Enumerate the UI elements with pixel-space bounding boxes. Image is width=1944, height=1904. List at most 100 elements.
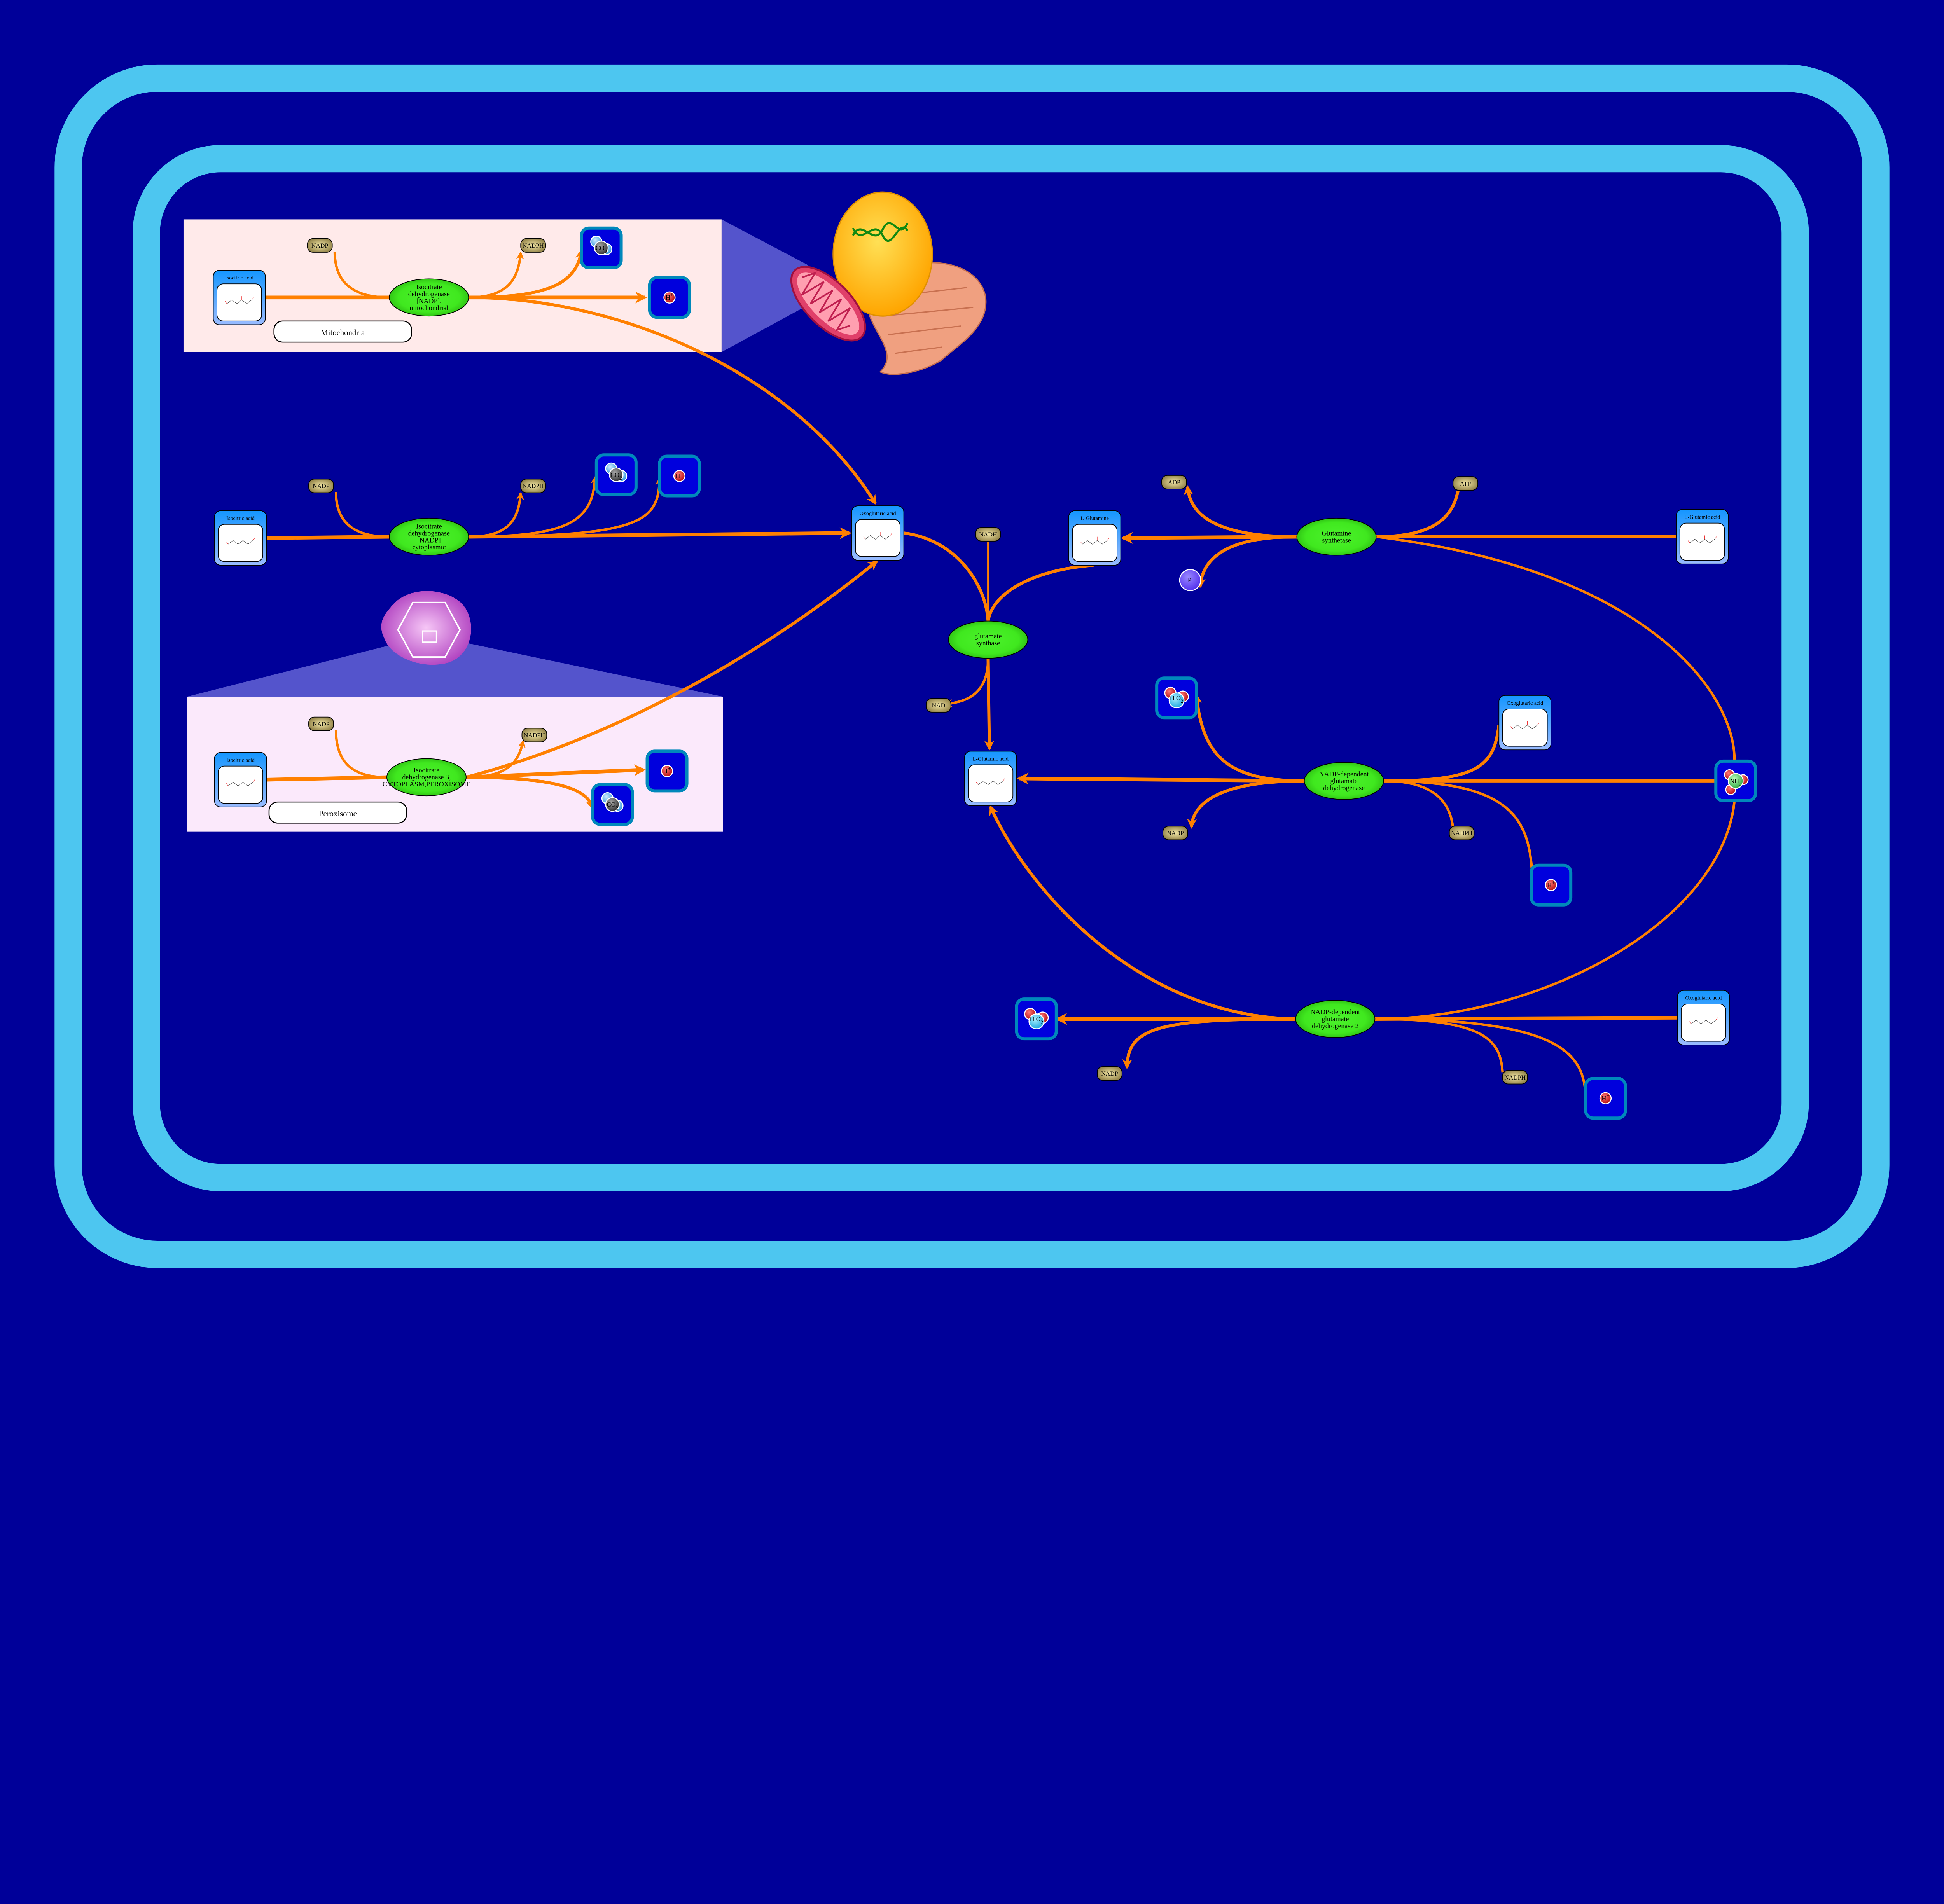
- molecule-icon: [673, 470, 686, 482]
- ion-hplus-node[interactable]: H+: [1530, 863, 1573, 907]
- metabolite-label: L-Glutamic acid: [973, 756, 1009, 762]
- molecule-structure-icon: [978, 781, 1003, 785]
- reaction-edge: [469, 296, 877, 505]
- mitochondria-label-text: Mitochondria: [321, 329, 365, 337]
- ion-h2o-node[interactable]: H O2: [1155, 676, 1198, 720]
- enzyme-label-line: mitochondrial: [409, 304, 448, 312]
- molecule-structure-icon: [865, 535, 890, 540]
- ion-h2o-node[interactable]: H O2: [1015, 997, 1058, 1041]
- ion-co2-node[interactable]: CO2: [594, 453, 638, 496]
- ion-co2-node[interactable]: CO2: [591, 783, 634, 826]
- ion-nh3-node[interactable]: NH3: [1714, 759, 1757, 802]
- ion-hplus-node[interactable]: H+: [648, 276, 691, 319]
- cofactor-node[interactable]: ADP: [1161, 475, 1187, 489]
- structure-image: [1072, 524, 1118, 562]
- ion-pi-node[interactable]: Pi: [1179, 569, 1201, 591]
- ion-hplus-node[interactable]: H+: [645, 749, 689, 793]
- reaction-edge: [1375, 1017, 1587, 1096]
- metabolite-node[interactable]: Isocitric acid: [214, 510, 267, 566]
- cell-membrane-outer: [54, 64, 1890, 1268]
- metabolite-label: L-Glutamine: [1080, 515, 1108, 522]
- molecule-icon: [1024, 1008, 1049, 1029]
- cofactor-node[interactable]: NADP: [307, 238, 333, 253]
- structure-image: [218, 524, 263, 562]
- cofactor-node[interactable]: NADPH: [1449, 826, 1475, 840]
- metabolite-label: Isocitric acid: [226, 757, 255, 763]
- cofactor-node[interactable]: NADPH: [1502, 1070, 1528, 1085]
- cofactor-label: NADPH: [524, 732, 545, 739]
- cofactor-label: NADP: [1101, 1071, 1118, 1077]
- reaction-edge: [1383, 725, 1501, 783]
- structure-image: [968, 764, 1014, 803]
- molecule-structure-icon: [1512, 725, 1538, 729]
- mitochondria-label[interactable]: Mitochondria: [273, 320, 412, 343]
- ion-hplus-node[interactable]: H+: [658, 454, 701, 498]
- enzyme-label-line: cytoplasmic: [412, 543, 446, 551]
- molecule-bond-icon: [976, 777, 1005, 785]
- ion-co2-node[interactable]: CO2: [580, 226, 623, 269]
- enzyme-label-line: dehydrogenase 2: [1312, 1022, 1358, 1030]
- peroxisome-icon: [381, 591, 471, 665]
- cofactor-node[interactable]: NADPH: [521, 728, 547, 742]
- cofactor-node[interactable]: NADP: [308, 716, 334, 731]
- cofactor-label: NADPH: [1504, 1074, 1526, 1081]
- metabolite-node[interactable]: L-Glutamic acid: [964, 751, 1017, 806]
- enzyme-label-line: Isocitrate: [416, 522, 442, 530]
- cofactor-node[interactable]: NADP: [1163, 826, 1188, 840]
- reaction-edge: [1187, 779, 1304, 829]
- molecule-bond-icon: [1080, 536, 1109, 545]
- cofactor-node[interactable]: NADP: [1097, 1066, 1122, 1081]
- metabolite-label: Isocitric acid: [226, 515, 255, 522]
- metabolite-label: Oxoglutaric acid: [1685, 995, 1722, 1001]
- cofactor-node[interactable]: NADH: [975, 527, 1001, 542]
- molecule-icon: [1545, 879, 1557, 891]
- cofactor-node[interactable]: ATP: [1453, 476, 1478, 491]
- enzyme-label-line: Glutamine: [1322, 529, 1351, 537]
- enzyme-label-line: NADP-dependent: [1319, 770, 1369, 778]
- metabolite-node[interactable]: Oxoglutaric acid: [851, 505, 904, 561]
- cofactor-label: NADP: [313, 721, 330, 728]
- reaction-edge: [1375, 800, 1736, 1020]
- molecule-icon: [661, 765, 673, 777]
- reaction-edge: [1017, 772, 1304, 785]
- metabolite-node[interactable]: L-Glutamine: [1068, 510, 1121, 566]
- structure-image: [218, 765, 263, 804]
- reaction-edge: [333, 252, 390, 299]
- enzyme-node[interactable]: Isocitratedehydrogenase[NADP],mitochondr…: [389, 278, 469, 317]
- enzyme-label-line: Isocitrate: [416, 283, 442, 291]
- ion-hplus-node[interactable]: H+: [1584, 1077, 1627, 1120]
- molecule-bond-icon: [226, 536, 255, 545]
- peroxisome-label[interactable]: Peroxisome: [268, 801, 407, 824]
- metabolite-node[interactable]: L-Glutamic acid: [1676, 509, 1729, 564]
- cofactor-label: NAD: [932, 702, 946, 709]
- cell-membrane-inner: [133, 145, 1809, 1191]
- cofactor-node[interactable]: NADPH: [520, 479, 546, 493]
- cofactor-node[interactable]: NAD: [926, 698, 951, 713]
- metabolite-node[interactable]: Oxoglutaric acid: [1677, 990, 1730, 1046]
- molecule-bond-icon: [226, 778, 255, 786]
- cofactor-node[interactable]: NADPH: [520, 238, 546, 253]
- reaction-edge: [986, 564, 1094, 622]
- metabolite-node[interactable]: Isocitric acid: [214, 752, 267, 807]
- enzyme-label-line: glutamate: [974, 632, 1002, 640]
- enzyme-label-line: glutamate: [1322, 1015, 1349, 1023]
- structure-image: [217, 283, 262, 321]
- reaction-edge: [1383, 779, 1534, 883]
- molecule-icon: [1599, 1092, 1612, 1104]
- metabolite-node[interactable]: Oxoglutaric acid: [1498, 695, 1552, 751]
- mitochondria-zoom-wedge: [721, 219, 809, 352]
- peroxisome-label-text: Peroxisome: [319, 810, 357, 818]
- metabolite-label: Oxoglutaric acid: [860, 510, 896, 517]
- molecule-icon: [590, 236, 612, 255]
- enzyme-label-line: dehydrogenase: [408, 529, 450, 537]
- cofactor-label: ATP: [1460, 480, 1471, 487]
- reaction-edge: [904, 531, 990, 621]
- cofactor-node[interactable]: NADP: [308, 479, 334, 493]
- metabolite-node[interactable]: Isocitric acid: [213, 270, 266, 325]
